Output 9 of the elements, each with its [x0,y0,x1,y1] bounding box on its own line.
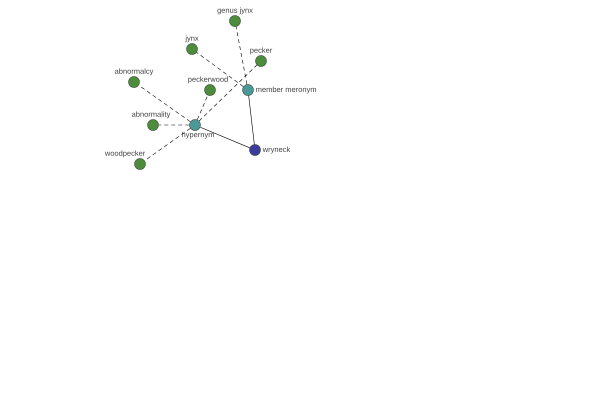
connector-line [248,95,255,145]
connector-line [158,124,190,126]
connector-line [196,52,244,87]
connector-line [236,26,248,85]
connector-line [138,85,191,122]
connector-line [200,126,250,148]
connector-line [144,128,191,161]
connector-line [198,64,258,122]
connector-line [196,95,208,120]
